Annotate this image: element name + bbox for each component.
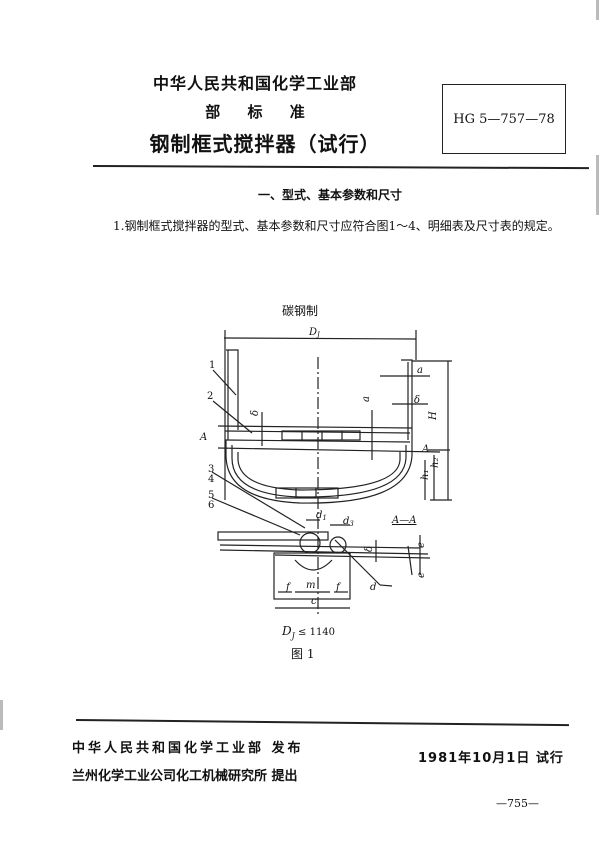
standard-code: HG 5—757—78 bbox=[453, 111, 555, 127]
standard-code-box: HG 5—757—78 bbox=[442, 84, 566, 154]
standard-type: 部 标 准 bbox=[205, 103, 305, 121]
svg-text:A: A bbox=[421, 444, 429, 455]
svg-text:f: f bbox=[285, 582, 292, 593]
effective-date: 1981年10月1日 试行 bbox=[418, 751, 564, 766]
svg-text:1: 1 bbox=[209, 360, 215, 371]
svg-text:5: 5 bbox=[208, 490, 214, 501]
svg-text:δ: δ bbox=[414, 395, 420, 406]
scan-edge-mark bbox=[596, 0, 599, 20]
svg-text:c: c bbox=[311, 596, 317, 607]
svg-text:a: a bbox=[361, 396, 372, 402]
svg-text:3: 3 bbox=[208, 464, 214, 475]
proposer: 兰州化学工业公司化工机械研究所 提出 bbox=[72, 769, 298, 784]
condition-value: ≤ 1140 bbox=[294, 627, 336, 638]
material-label: 碳钢制 bbox=[282, 304, 319, 318]
svg-text:d1: d1 bbox=[316, 510, 327, 522]
svg-text:DJ: DJ bbox=[308, 327, 321, 339]
scan-edge-mark bbox=[596, 155, 599, 215]
svg-text:a: a bbox=[417, 365, 423, 376]
clause-1: 1.钢制框式搅拌器的型式、基本参数和尺寸应符合图1～4、明细表及尺寸表的规定。 bbox=[113, 219, 560, 233]
figure-condition: DJ ≤ 1140 bbox=[282, 624, 335, 640]
svg-text:h₂: h₂ bbox=[430, 458, 441, 468]
issuer: 中华人民共和国化学工业部 发布 bbox=[72, 741, 304, 756]
condition-symbol: D bbox=[282, 624, 292, 638]
svg-text:H: H bbox=[428, 411, 439, 421]
document-title: 钢制框式搅拌器（试行） bbox=[149, 132, 381, 156]
svg-text:e: e bbox=[416, 572, 427, 578]
agitator-drawing: DJ a δ H A A h₁ h₂ δ a 1 2 3 4 5 6 d1 d3… bbox=[199, 327, 452, 615]
section-heading: 一、型式、基本参数和尺寸 bbox=[257, 188, 402, 202]
svg-text:4: 4 bbox=[208, 474, 214, 485]
condition-subscript: J bbox=[291, 631, 295, 641]
page-number: —755— bbox=[496, 797, 539, 810]
svg-text:2: 2 bbox=[207, 391, 213, 402]
svg-text:6: 6 bbox=[208, 500, 214, 511]
svg-text:A—A: A—A bbox=[391, 515, 416, 526]
svg-text:A: A bbox=[199, 432, 207, 443]
figure-caption: 图 1 bbox=[291, 647, 315, 661]
svg-text:δ: δ bbox=[364, 546, 375, 552]
scan-edge-mark bbox=[0, 700, 3, 730]
svg-text:h₁: h₁ bbox=[420, 470, 431, 480]
svg-text:δ: δ bbox=[250, 410, 261, 416]
svg-text:d: d bbox=[370, 582, 376, 593]
svg-text:d3: d3 bbox=[343, 516, 354, 528]
ministry-name: 中华人民共和国化学工业部 bbox=[152, 74, 357, 93]
footer-divider bbox=[75, 719, 569, 727]
svg-text:e: e bbox=[416, 542, 427, 548]
header-divider bbox=[92, 165, 589, 170]
svg-text:f: f bbox=[335, 582, 342, 593]
svg-text:m: m bbox=[306, 580, 315, 591]
